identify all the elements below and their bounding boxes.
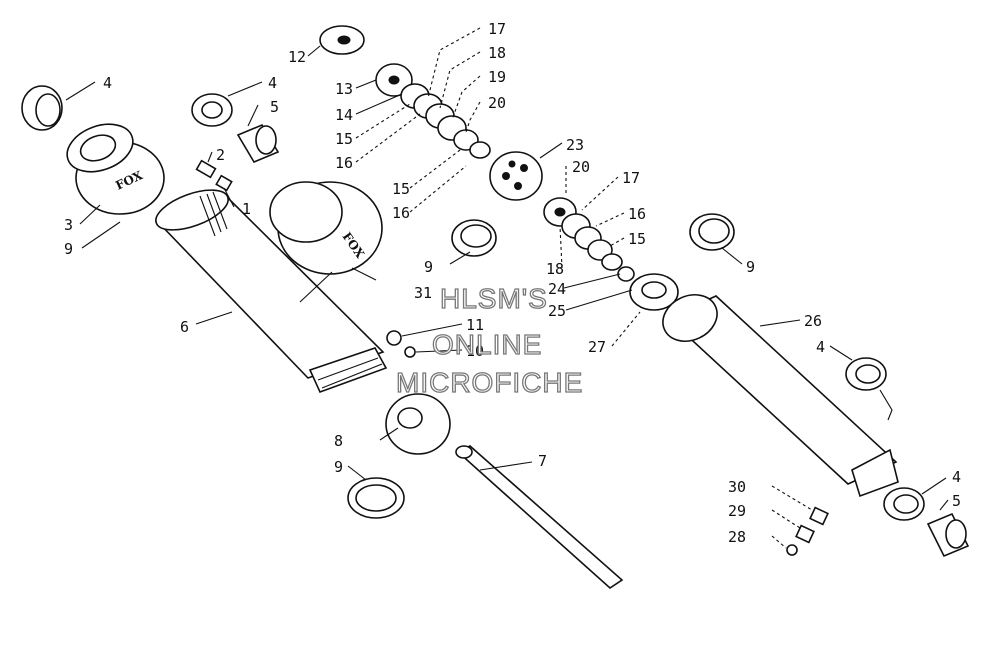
callout-9: 9 xyxy=(64,240,73,258)
callout-16: 16 xyxy=(392,204,410,222)
callout-17: 17 xyxy=(488,20,506,38)
bushing-part-4-right xyxy=(845,357,893,421)
callout-27: 27 xyxy=(588,338,606,356)
callout-15: 15 xyxy=(335,130,353,148)
callout-15: 15 xyxy=(628,230,646,248)
bushing-part-4-bottom-right xyxy=(883,487,970,558)
callout-20: 20 xyxy=(488,94,506,112)
shock-body-part-6 xyxy=(155,189,388,394)
watermark: HLSM'S ONLINE MICROFICHE xyxy=(395,282,583,398)
wear-band-part-9-right xyxy=(689,213,735,251)
balls-parts-10-11 xyxy=(386,330,416,358)
callout-13: 13 xyxy=(335,80,353,98)
callout-4: 4 xyxy=(816,338,825,356)
callout-16: 16 xyxy=(335,154,353,172)
shaft-part-7 xyxy=(455,445,624,590)
small-parts-28-30 xyxy=(786,506,829,556)
callout-25: 25 xyxy=(548,302,566,320)
callout-6: 6 xyxy=(180,318,189,336)
callout-4: 4 xyxy=(952,468,961,486)
callout-9: 9 xyxy=(424,258,433,276)
callout-20: 20 xyxy=(572,158,590,176)
seal-head-part-27 xyxy=(629,273,679,311)
watermark-line-2: ONLINE xyxy=(432,329,542,360)
fitting-parts-1-2 xyxy=(195,159,233,192)
callout-19: 19 xyxy=(488,68,506,86)
piston-part-23 xyxy=(489,151,543,201)
reservoir-tube-part-26 xyxy=(662,294,899,498)
leader-lines xyxy=(65,27,949,549)
callout-11: 11 xyxy=(466,316,484,334)
callout-29: 29 xyxy=(728,502,746,520)
callout-4: 4 xyxy=(268,74,277,92)
wear-band-part-9-lower xyxy=(347,477,405,519)
callout-26: 26 xyxy=(804,312,822,330)
callout-5: 5 xyxy=(270,98,279,116)
callout-1: 1 xyxy=(242,200,251,218)
callout-9: 9 xyxy=(746,258,755,276)
bushing-part-4-top-left xyxy=(21,85,63,131)
callout-18: 18 xyxy=(546,260,564,278)
callout-14: 14 xyxy=(335,106,353,124)
callout-7: 7 xyxy=(538,452,547,470)
watermark-line-3: MICROFICHE xyxy=(396,367,583,398)
callout-10: 10 xyxy=(466,342,484,360)
callout-2: 2 xyxy=(216,146,225,164)
callout-15: 15 xyxy=(392,180,410,198)
callout-3: 3 xyxy=(64,216,73,234)
callout-12: 12 xyxy=(288,48,306,66)
bushing-part-4-top xyxy=(191,93,280,164)
callout-28: 28 xyxy=(728,528,746,546)
callout-8: 8 xyxy=(334,432,343,450)
wear-band-part-9-middle xyxy=(451,219,497,257)
watermark-line-1: HLSM'S xyxy=(440,283,548,314)
callout-5: 5 xyxy=(952,492,961,510)
shim-stack-upper xyxy=(400,83,491,159)
shim-stack-lower xyxy=(543,197,635,282)
callout-9: 9 xyxy=(334,458,343,476)
callout-18: 18 xyxy=(488,44,506,62)
callout-23: 23 xyxy=(566,136,584,154)
callout-17: 17 xyxy=(622,169,640,187)
callout-30: 30 xyxy=(728,478,746,496)
callout-24: 24 xyxy=(548,280,566,298)
callout-31: 31 xyxy=(414,284,432,302)
eyelet-part-3: FOX xyxy=(66,123,165,215)
end-cap-part-8 xyxy=(385,393,451,455)
callout-labels: 4 4 5 2 1 3 9 6 12 13 14 15 16 17 18 19 … xyxy=(64,20,961,546)
callout-16: 16 xyxy=(628,205,646,223)
callout-4: 4 xyxy=(103,74,112,92)
washer-part-12 xyxy=(319,25,365,55)
reservoir-cap-part-31: FOX xyxy=(269,181,383,303)
